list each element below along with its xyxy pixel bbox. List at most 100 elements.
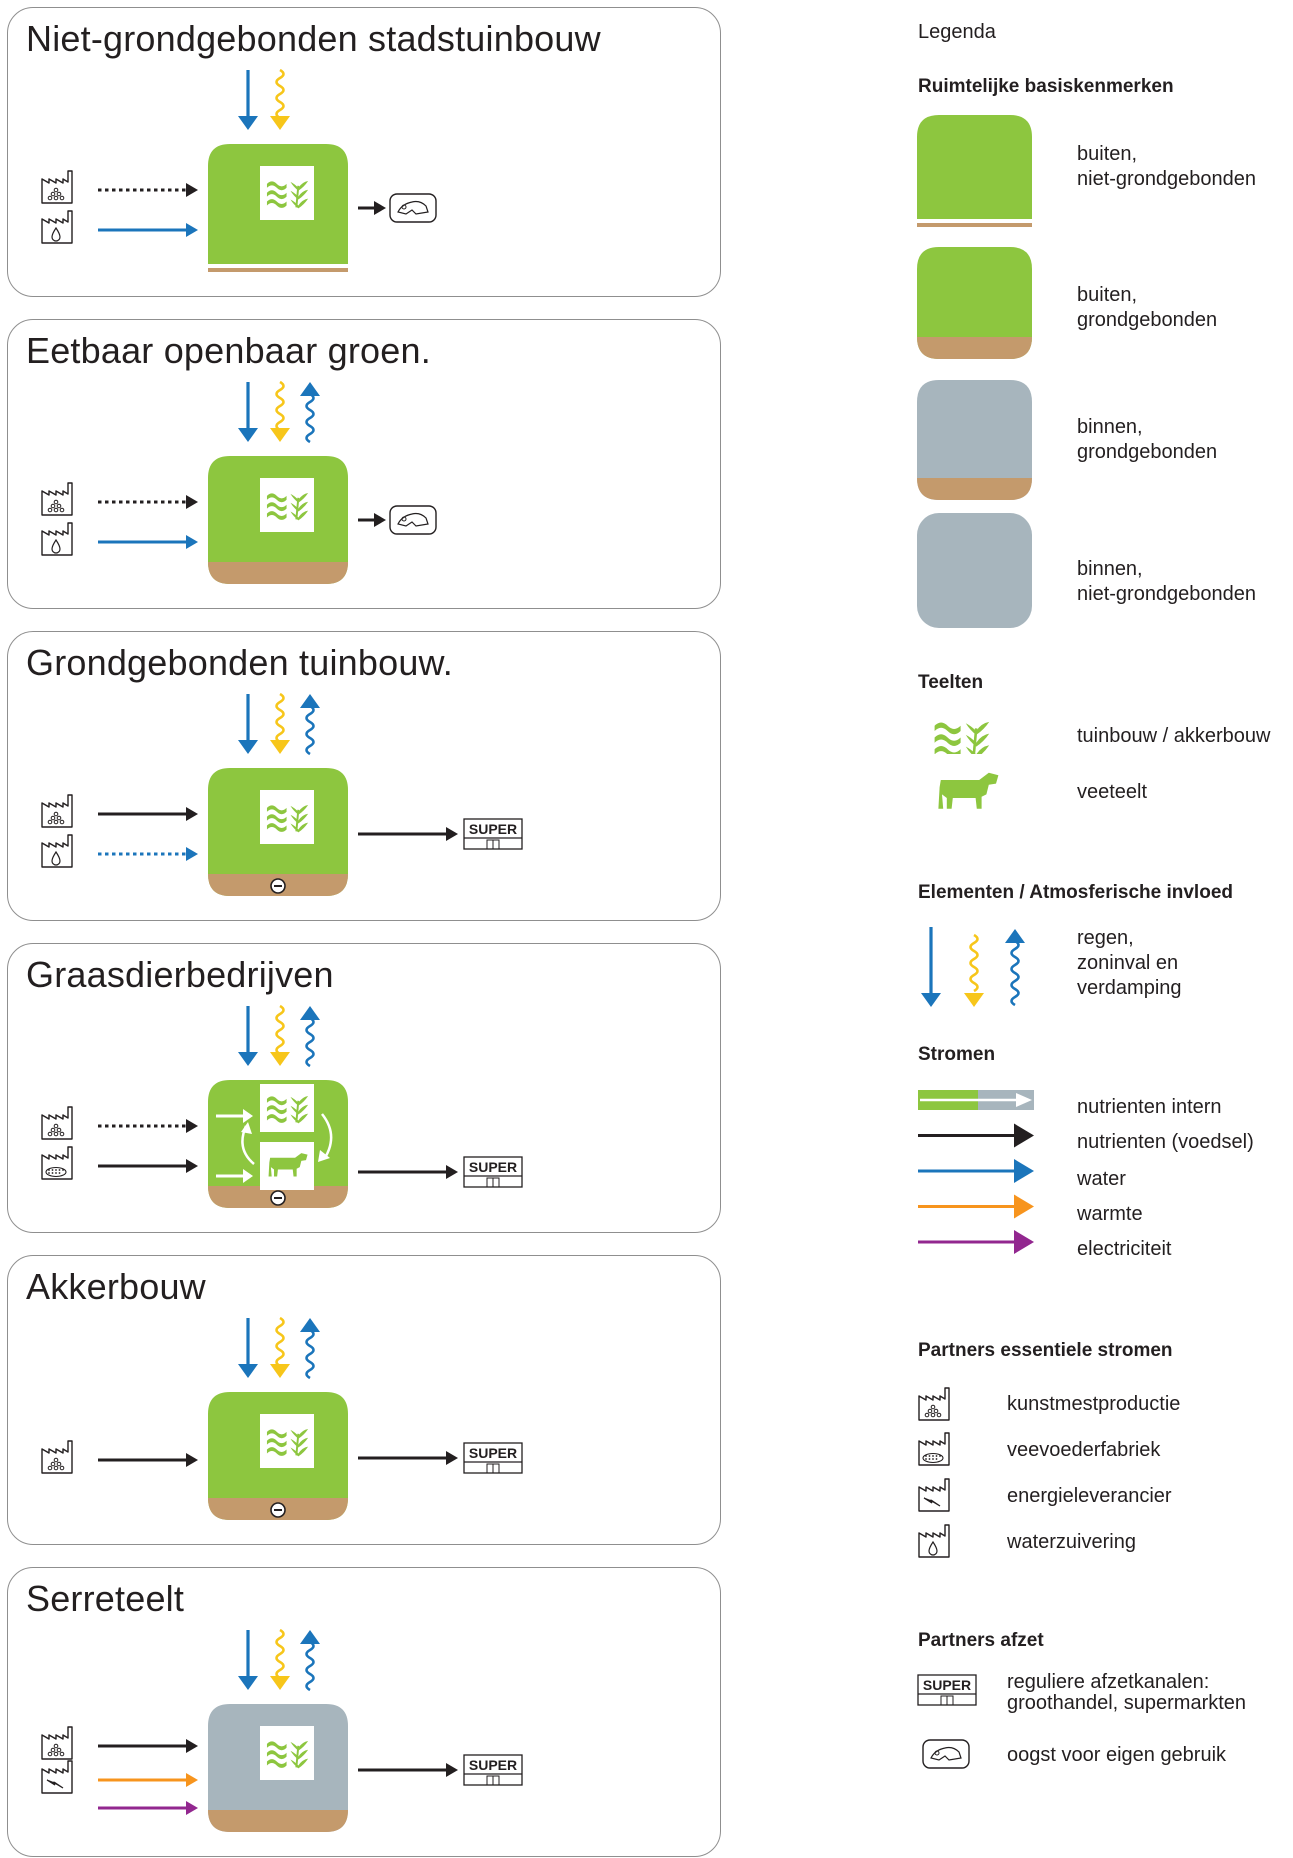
legend-label: nutrienten (voedsel) (1077, 1131, 1254, 1153)
panel-diagram: SUPER (41, 692, 523, 896)
fertilizer-factory-icon (41, 482, 73, 516)
supermarket-icon: SUPER (463, 1442, 523, 1474)
output-flow-arrow (358, 513, 386, 527)
rain-arrow (238, 1006, 258, 1066)
input-flow-arrow (98, 847, 198, 861)
panel-diagram (41, 68, 437, 272)
evaporation-arrow (300, 694, 320, 756)
fertilizer-factory-icon (41, 1106, 73, 1140)
rain-arrow (238, 382, 258, 442)
internal-nutrient-loop (241, 1113, 333, 1165)
evaporation-arrow (300, 1006, 320, 1068)
legend-label: tuinbouw / akkerbouw (1077, 725, 1271, 747)
fertilizer-factory-icon (918, 1387, 950, 1421)
output-flow-arrow (358, 201, 386, 215)
legend-swatch-outdoor-soilbound (917, 247, 1032, 359)
input-flow-arrow (98, 495, 198, 509)
supermarket-icon: SUPER (917, 1674, 977, 1706)
sun-arrow (270, 1628, 290, 1690)
ground-strip (208, 268, 348, 272)
input-flow-arrow (98, 1739, 198, 1753)
evaporation-arrow (300, 1318, 320, 1380)
output-flow-arrow (358, 1165, 458, 1179)
panel: Niet-grondgebonden stadstuinbouw (7, 7, 721, 297)
input-flow-arrow (98, 1119, 198, 1133)
panel-title: Niet-grondgebonden stadstuinbouw (26, 18, 601, 59)
input-flow-arrow (98, 1453, 198, 1467)
harvest-hand-icon (389, 505, 437, 535)
weather-icon (921, 927, 1025, 1007)
evaporation-arrow (300, 382, 320, 444)
panel-diagram (41, 380, 437, 584)
ground-strip (917, 223, 1032, 227)
soil-depletion-icon (270, 1190, 286, 1206)
water-treatment-icon (918, 1524, 950, 1558)
fertilizer-factory-icon (41, 1440, 73, 1474)
rain-arrow (238, 1318, 258, 1378)
legend-flow-arrow (918, 1159, 1034, 1183)
input-flow-arrow (98, 535, 198, 549)
legend-swatch-outdoor-soilless (917, 115, 1032, 227)
ground-strip (917, 337, 1032, 359)
harvest-hand-icon (922, 1739, 970, 1769)
cow-icon (268, 1153, 308, 1177)
supermarket-icon: SUPER (917, 1674, 977, 1706)
sun-arrow (270, 68, 290, 130)
ground-strip (208, 1810, 348, 1832)
input-flow-arrow (98, 1773, 198, 1787)
feed-factory-icon (918, 1432, 950, 1466)
panel-title: Serreteelt (26, 1578, 185, 1619)
legend-heading-outlets: Partners afzet (918, 1630, 1044, 1651)
soil-depletion-icon (270, 878, 286, 894)
legend-label: energieleverancier (1007, 1485, 1172, 1507)
energy-supplier-icon (41, 1760, 73, 1794)
rain-arrow (238, 70, 258, 130)
sun-arrow (270, 380, 290, 442)
energy-supplier-icon (918, 1478, 950, 1512)
legend-swatch-indoor-soilbound (917, 380, 1032, 500)
input-flow-arrow (98, 1159, 198, 1173)
panel-title: Grondgebonden tuinbouw. (26, 642, 453, 683)
water-treatment-icon (918, 1524, 950, 1558)
legend-label: nutrienten intern (1077, 1096, 1222, 1118)
swatch-box (917, 513, 1032, 628)
legend-heading-partners: Partners essentiele stromen (918, 1340, 1173, 1361)
fertilizer-factory-icon (41, 794, 73, 828)
crops-icon (266, 1428, 309, 1457)
legend-label: veeteelt (1077, 781, 1148, 803)
panel-diagram: SUPER (41, 1004, 523, 1208)
legend-label: buiten,grondgebonden (1077, 284, 1218, 331)
sun-arrow (270, 692, 290, 754)
sun-arrow (270, 1316, 290, 1378)
harvest-hand-icon (922, 1739, 970, 1769)
supermarket-label: SUPER (469, 821, 517, 837)
legend-heading-flows: Stromen (918, 1044, 996, 1065)
cow-icon (938, 772, 999, 809)
legend-label: water (1077, 1168, 1126, 1190)
panel: Eetbaar openbaar groen. (7, 319, 721, 609)
legend-label: veevoederfabriek (1007, 1439, 1161, 1461)
panel-title: Graasdierbedrijven (26, 954, 334, 995)
supermarket-icon: SUPER (463, 1754, 523, 1786)
legend-heading-spatial: Ruimtelijke basiskenmerken (918, 76, 1174, 97)
crops-icon (266, 1740, 309, 1769)
crops-icon (266, 180, 309, 209)
harvest-hand-icon (389, 193, 437, 223)
panel: Graasdierbedrijven SUPER (7, 943, 721, 1233)
legend-flow-arrows (918, 1090, 1034, 1254)
input-flow-arrow (98, 1801, 198, 1815)
input-flow-arrow (98, 183, 198, 197)
legend-flow-internal (918, 1090, 1034, 1110)
legend-label: waterzuivering (1007, 1531, 1136, 1553)
panel: Akkerbouw SUPER (7, 1255, 721, 1545)
legend-flow-arrow (918, 1123, 1034, 1148)
input-flow-arrow (98, 807, 198, 821)
legend-label: warmte (1077, 1203, 1143, 1225)
input-flow-arrow (98, 223, 198, 237)
ground-strip (208, 562, 348, 584)
legend-label: binnen,niet-grondgebonden (1077, 558, 1257, 605)
water-treatment-icon (41, 522, 73, 556)
evaporation-arrow (1005, 929, 1025, 1007)
legend-label: kunstmestproductie (1007, 1393, 1181, 1415)
crops-icon (266, 804, 309, 833)
